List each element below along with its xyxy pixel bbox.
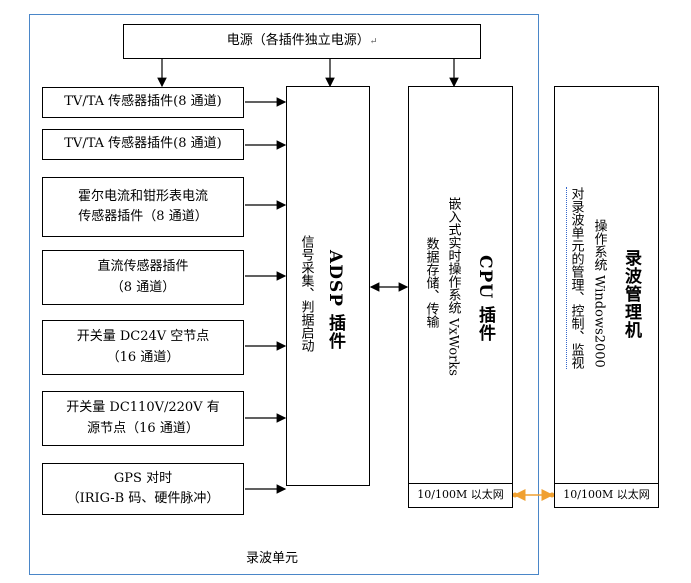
input-plugin-line: 霍尔电流和钳形表电流 — [77, 188, 208, 204]
cpu-ethernet-port: 10/100M 以太网 — [409, 483, 512, 507]
manager-function-description: 对录波单元的管理、控制、监视 — [566, 187, 585, 369]
power-supply-box: 电源（各插件独立电源）↵ — [123, 24, 481, 59]
input-plugin-box-4: 直流传感器插件 （8 通道） — [42, 250, 244, 305]
input-plugin-box-5: 开关量 DC24V 空节点 （16 通道） — [42, 320, 244, 375]
cpu-plugin-box: CPU 插件 嵌入式实时操作系统 VxWorks 数据存储、传输 10/100M… — [408, 86, 513, 508]
input-plugin-box-3: 霍尔电流和钳形表电流传感器插件（8 通道） — [42, 177, 244, 237]
adsp-plugin-box: ADSP 插件 信号采集、判据启动 — [286, 86, 370, 486]
input-plugin-line: 开关量 DC110V/220V 有 — [66, 400, 220, 416]
input-plugin-line: TV/TA 传感器插件(8 通道) — [64, 136, 222, 152]
adsp-title: ADSP 插件 — [325, 250, 345, 350]
input-plugin-line: （16 通道） — [106, 349, 180, 365]
cpu-storage-description: 数据存储、传输 — [423, 237, 439, 328]
input-plugin-line: （IRIG-B 码、硬件脉冲） — [66, 491, 220, 506]
manager-ethernet-port: 10/100M 以太网 — [555, 483, 658, 507]
manager-title: 录波管理机 — [621, 249, 641, 339]
cpu-os-description: 嵌入式实时操作系统 VxWorks — [445, 197, 461, 376]
input-plugin-box-6: 开关量 DC110V/220V 有源节点（16 通道） — [42, 391, 244, 446]
input-plugin-line: 传感器插件（8 通道） — [78, 209, 208, 224]
input-plugin-line: 源节点（16 通道） — [87, 420, 199, 436]
input-plugin-box-1: TV/TA 传感器插件(8 通道) — [42, 87, 244, 118]
recording-unit-label: 录波单元 — [246, 551, 299, 566]
input-plugin-line: GPS 对时 — [113, 470, 173, 486]
cpu-title: CPU 插件 — [475, 255, 495, 343]
recording-unit-frame — [29, 14, 539, 575]
input-plugin-line: （8 通道） — [110, 279, 176, 295]
input-plugin-box-7: GPS 对时 （IRIG-B 码、硬件脉冲） — [42, 463, 244, 515]
input-plugin-line: TV/TA 传感器插件(8 通道) — [64, 94, 222, 110]
input-plugin-box-2: TV/TA 传感器插件(8 通道) — [42, 129, 244, 160]
adsp-description: 信号采集、判据启动 — [298, 235, 314, 352]
recording-manager-box: 录波管理机 操作系统 Windows2000 对录波单元的管理、控制、监视 10… — [554, 86, 659, 508]
input-plugin-line: 直流传感器插件 — [97, 259, 189, 275]
input-plugin-line: 开关量 DC24V 空节点 — [76, 329, 210, 345]
manager-os-description: 操作系统 Windows2000 — [591, 219, 607, 368]
power-label: 电源（各插件独立电源） — [226, 33, 370, 49]
